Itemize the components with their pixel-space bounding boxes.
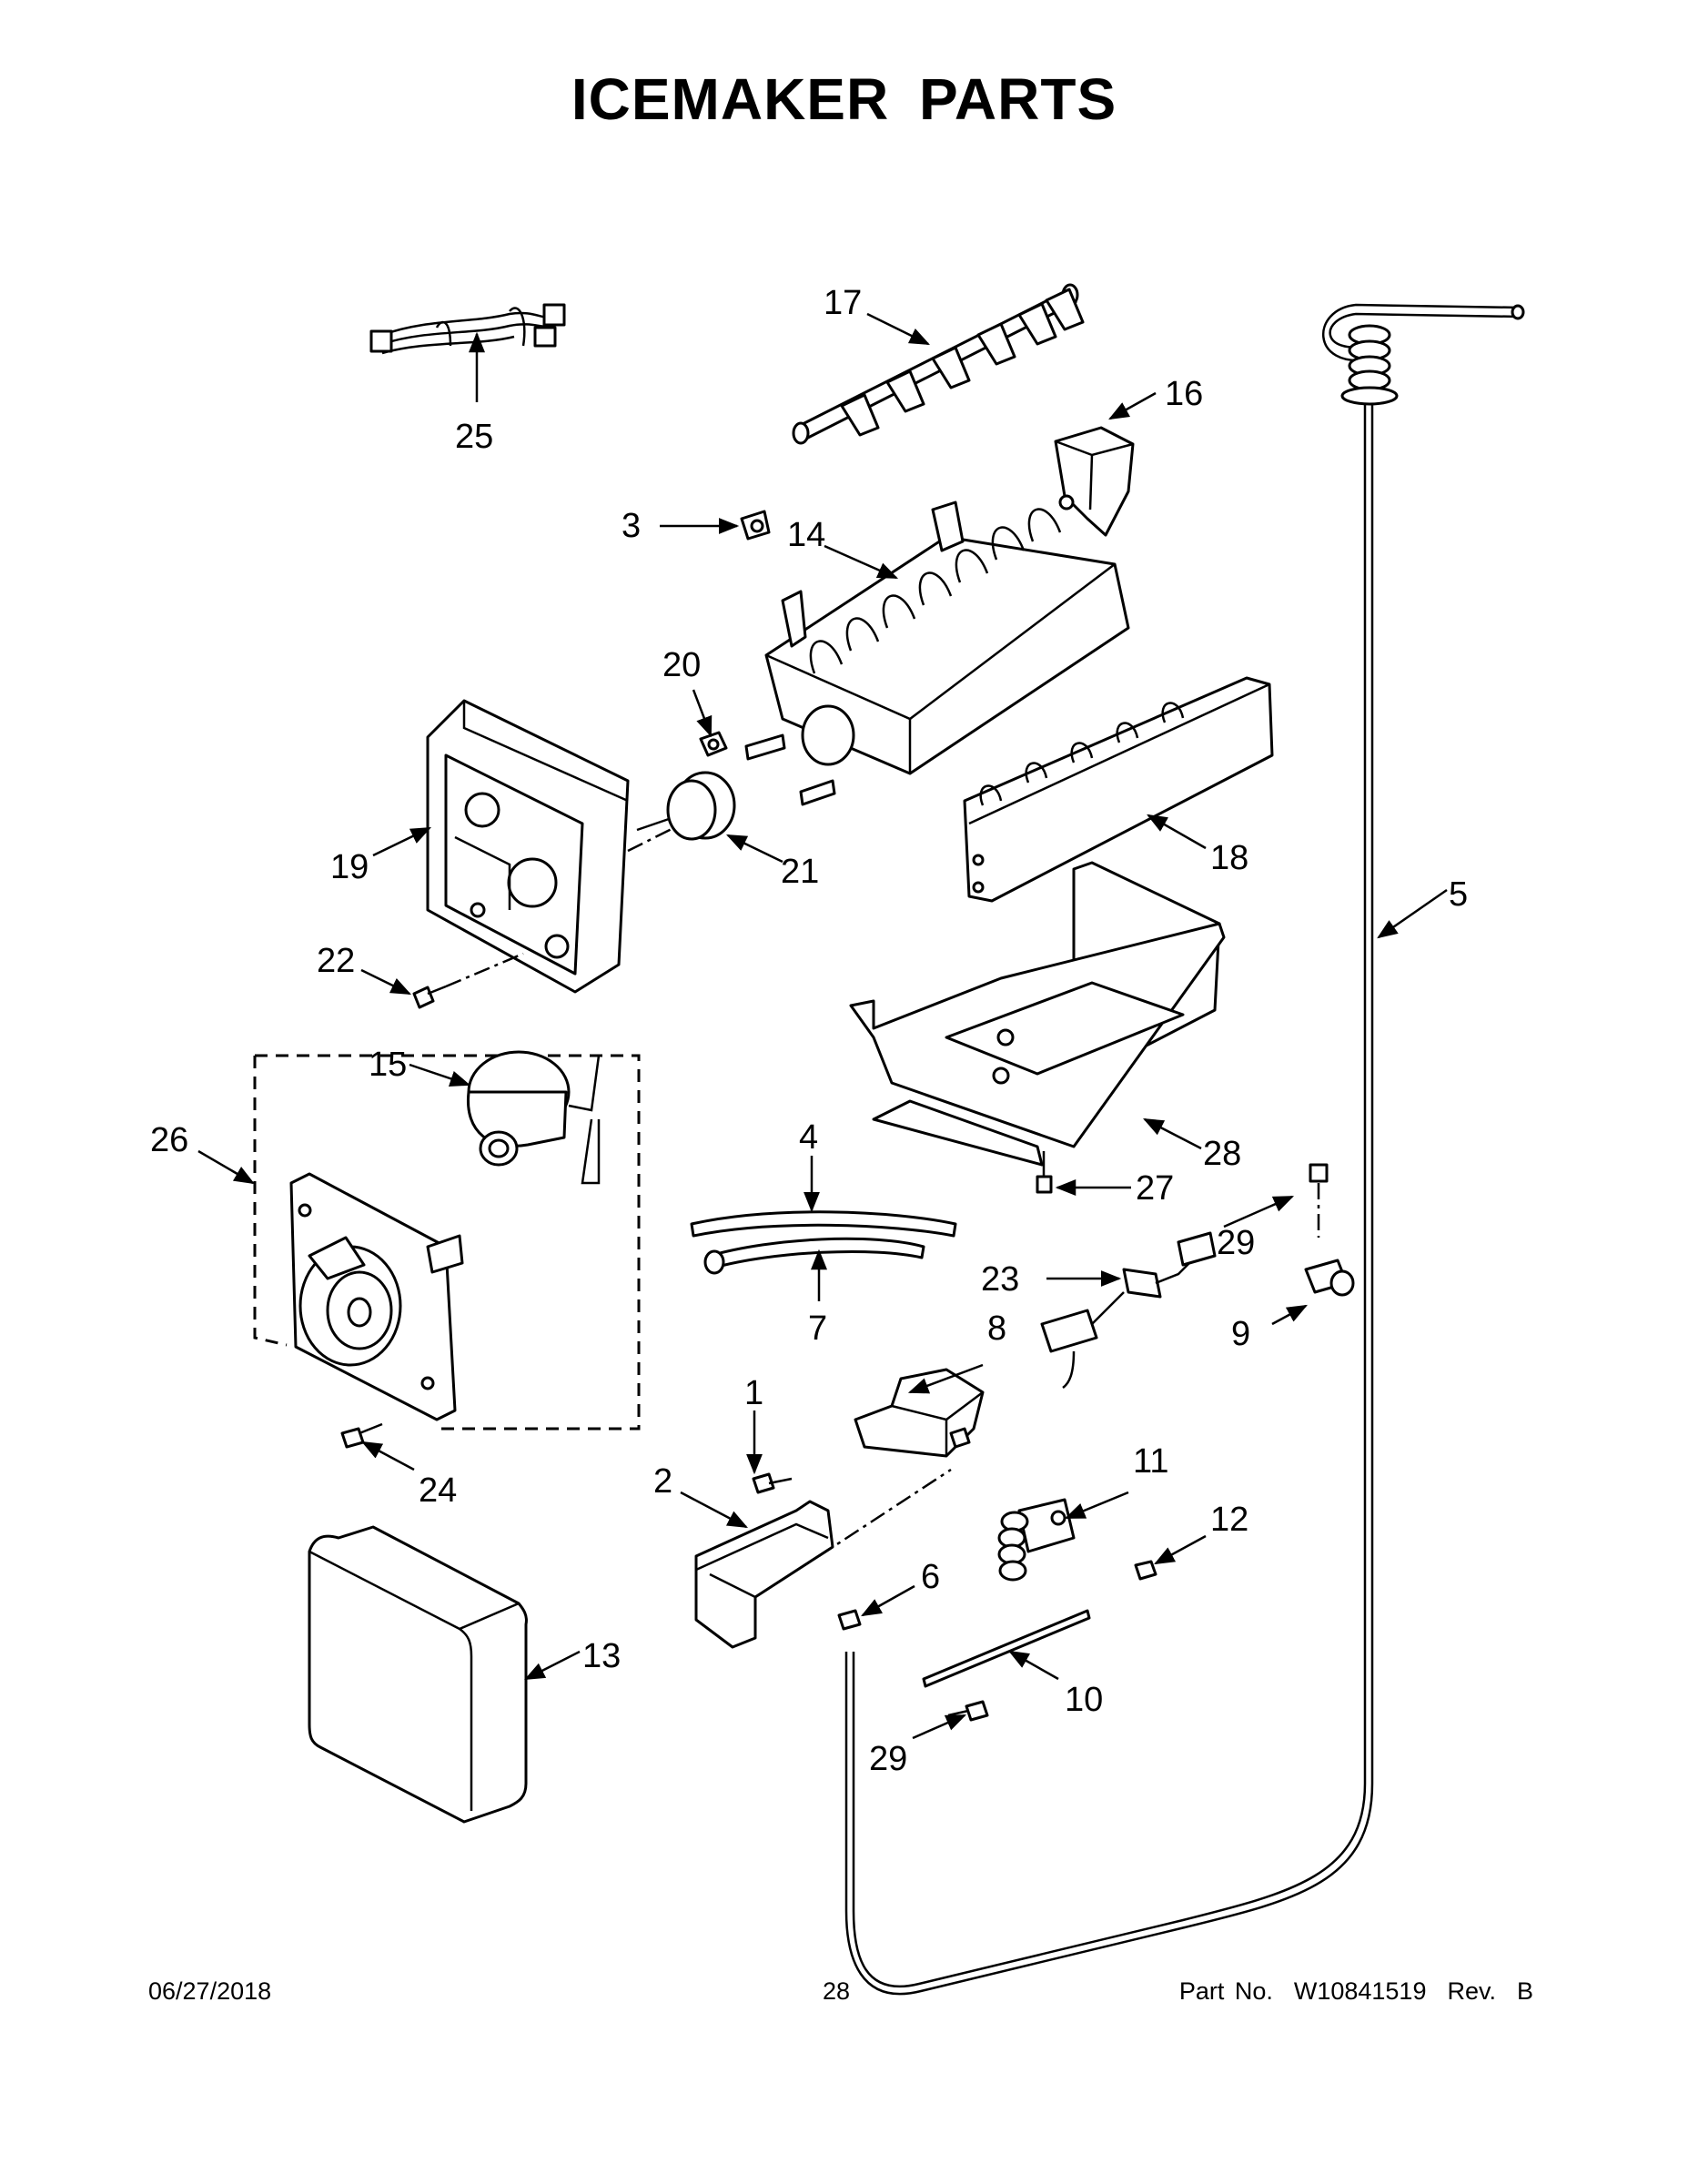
callout-29-lower: 29 — [869, 1740, 907, 1778]
part-26-assembly-box — [253, 1054, 641, 1431]
valve-mounting-line — [818, 1468, 952, 1558]
part-25-wire-harness — [369, 303, 566, 355]
callout-29-upper: 29 — [1217, 1224, 1255, 1262]
callout-9: 9 — [1231, 1315, 1250, 1353]
callout-21: 21 — [781, 853, 819, 891]
callout-5: 5 — [1449, 875, 1468, 914]
part-29-upper-screw — [1309, 1163, 1329, 1238]
part-20-clip — [699, 731, 728, 757]
part-13-cover — [308, 1525, 528, 1824]
callout-4: 4 — [799, 1118, 818, 1157]
callout-7: 7 — [808, 1309, 827, 1348]
callout-16: 16 — [1165, 375, 1203, 413]
callout-6: 6 — [921, 1558, 940, 1596]
part-21-thermostat — [636, 771, 736, 841]
part-8-valve — [854, 1368, 985, 1458]
callout-12: 12 — [1210, 1501, 1248, 1539]
housing-screw-line — [445, 952, 524, 988]
part-11-heater — [997, 1498, 1076, 1582]
part-7-tube — [703, 1237, 925, 1275]
part-26-gear-plate — [289, 1172, 464, 1421]
callout-2: 2 — [653, 1462, 672, 1501]
callout-11: 11 — [1133, 1442, 1168, 1481]
callout-3: 3 — [622, 507, 641, 545]
callout-26: 26 — [150, 1121, 188, 1159]
part-9-clamp — [1304, 1259, 1355, 1297]
part-2-valve-bracket — [694, 1500, 834, 1649]
part-28-bracket — [849, 861, 1226, 1167]
callout-8: 8 — [987, 1309, 1006, 1348]
callout-28: 28 — [1203, 1135, 1241, 1173]
part-12-screw — [1134, 1560, 1157, 1581]
part-10-strip — [922, 1609, 1091, 1688]
part-17-ejector — [792, 283, 1085, 445]
part-1-screw — [752, 1472, 793, 1494]
part-6-screw — [837, 1609, 862, 1631]
page-title: ICEMAKER PARTS — [571, 66, 1117, 132]
callout-23: 23 — [981, 1260, 1019, 1299]
part-22-screw — [412, 985, 447, 1009]
footer-page-number: 28 — [823, 1977, 851, 2005]
footer-part-number: Part No. W10841519 Rev. B — [1178, 1977, 1533, 2005]
part-18-shield — [963, 676, 1274, 903]
part-14-mold — [744, 500, 1130, 806]
callout-10: 10 — [1065, 1681, 1103, 1719]
part-19-control-housing — [426, 699, 630, 994]
callout-18: 18 — [1210, 839, 1248, 877]
callout-19: 19 — [330, 848, 369, 886]
part-29-lower-screw — [947, 1700, 989, 1722]
callout-13: 13 — [582, 1637, 621, 1675]
part-5-water-tube — [844, 303, 1525, 1996]
part-27-screw — [1036, 1151, 1053, 1194]
footer-date: 06/27/2018 — [148, 1977, 272, 2005]
callout-15: 15 — [369, 1046, 407, 1084]
callout-20: 20 — [662, 646, 701, 684]
housing-thermostat-line — [627, 826, 674, 853]
callout-1: 1 — [744, 1374, 763, 1412]
part-16-fill-cup — [1054, 426, 1135, 537]
callout-labels: 25 17 16 3 14 20 19 21 18 5 22 15 26 4 2… — [150, 284, 1468, 1778]
part-3-clip — [740, 510, 771, 541]
part-15-motor — [466, 1050, 601, 1185]
callout-14: 14 — [787, 516, 825, 554]
part-23-harness — [1040, 1231, 1217, 1390]
part-24-screw — [340, 1422, 383, 1449]
leader-lines — [197, 312, 1448, 1740]
callout-24: 24 — [419, 1471, 457, 1510]
callout-22: 22 — [317, 942, 355, 980]
callout-25: 25 — [455, 418, 493, 456]
part-4-tube — [690, 1210, 957, 1238]
callout-27: 27 — [1136, 1169, 1174, 1208]
callout-17: 17 — [824, 284, 862, 322]
